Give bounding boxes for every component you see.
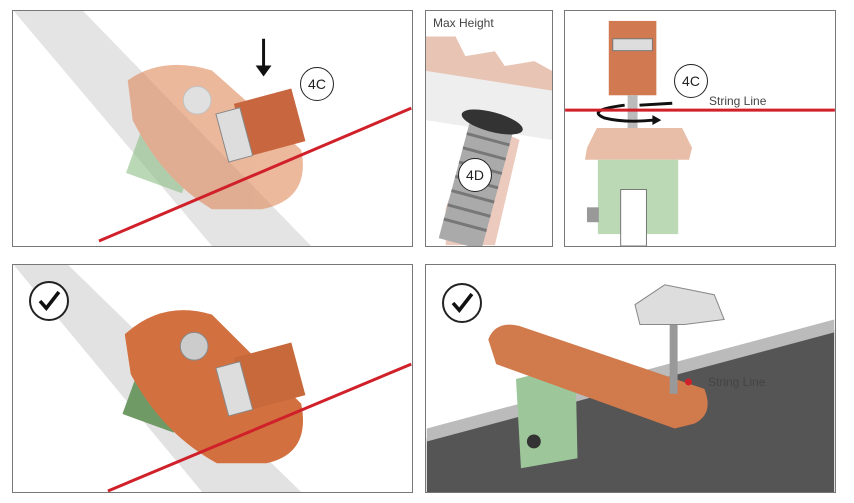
panel-bottom-left — [12, 264, 413, 493]
checkmark-icon — [29, 281, 69, 321]
clamp-illustration-faded — [13, 11, 412, 246]
string-line-label: String Line — [709, 94, 767, 108]
step-badge-4d: 4D — [458, 158, 492, 192]
step-badge-4c: 4C — [300, 67, 334, 101]
bolt-closeup-illustration — [426, 36, 552, 246]
string-line-dot — [685, 378, 692, 386]
clamp-installed-illustration — [13, 265, 412, 492]
step-badge-4c: 4C — [674, 64, 708, 98]
max-height-label: Max Height — [433, 16, 494, 30]
string-line — [98, 106, 412, 243]
panel-top-left: 4C — [12, 10, 413, 247]
clamp-side-view-illustration — [565, 20, 835, 246]
panel-bottom-right: String Line — [425, 264, 836, 493]
string-line — [107, 362, 412, 492]
clamp-height-check-illustration — [426, 284, 835, 492]
checkmark-icon — [442, 283, 482, 323]
panel-top-right: 4C String Line — [564, 10, 836, 247]
panel-top-middle: Max Height 4D — [425, 10, 553, 247]
string-line-label: String Line — [708, 375, 766, 389]
